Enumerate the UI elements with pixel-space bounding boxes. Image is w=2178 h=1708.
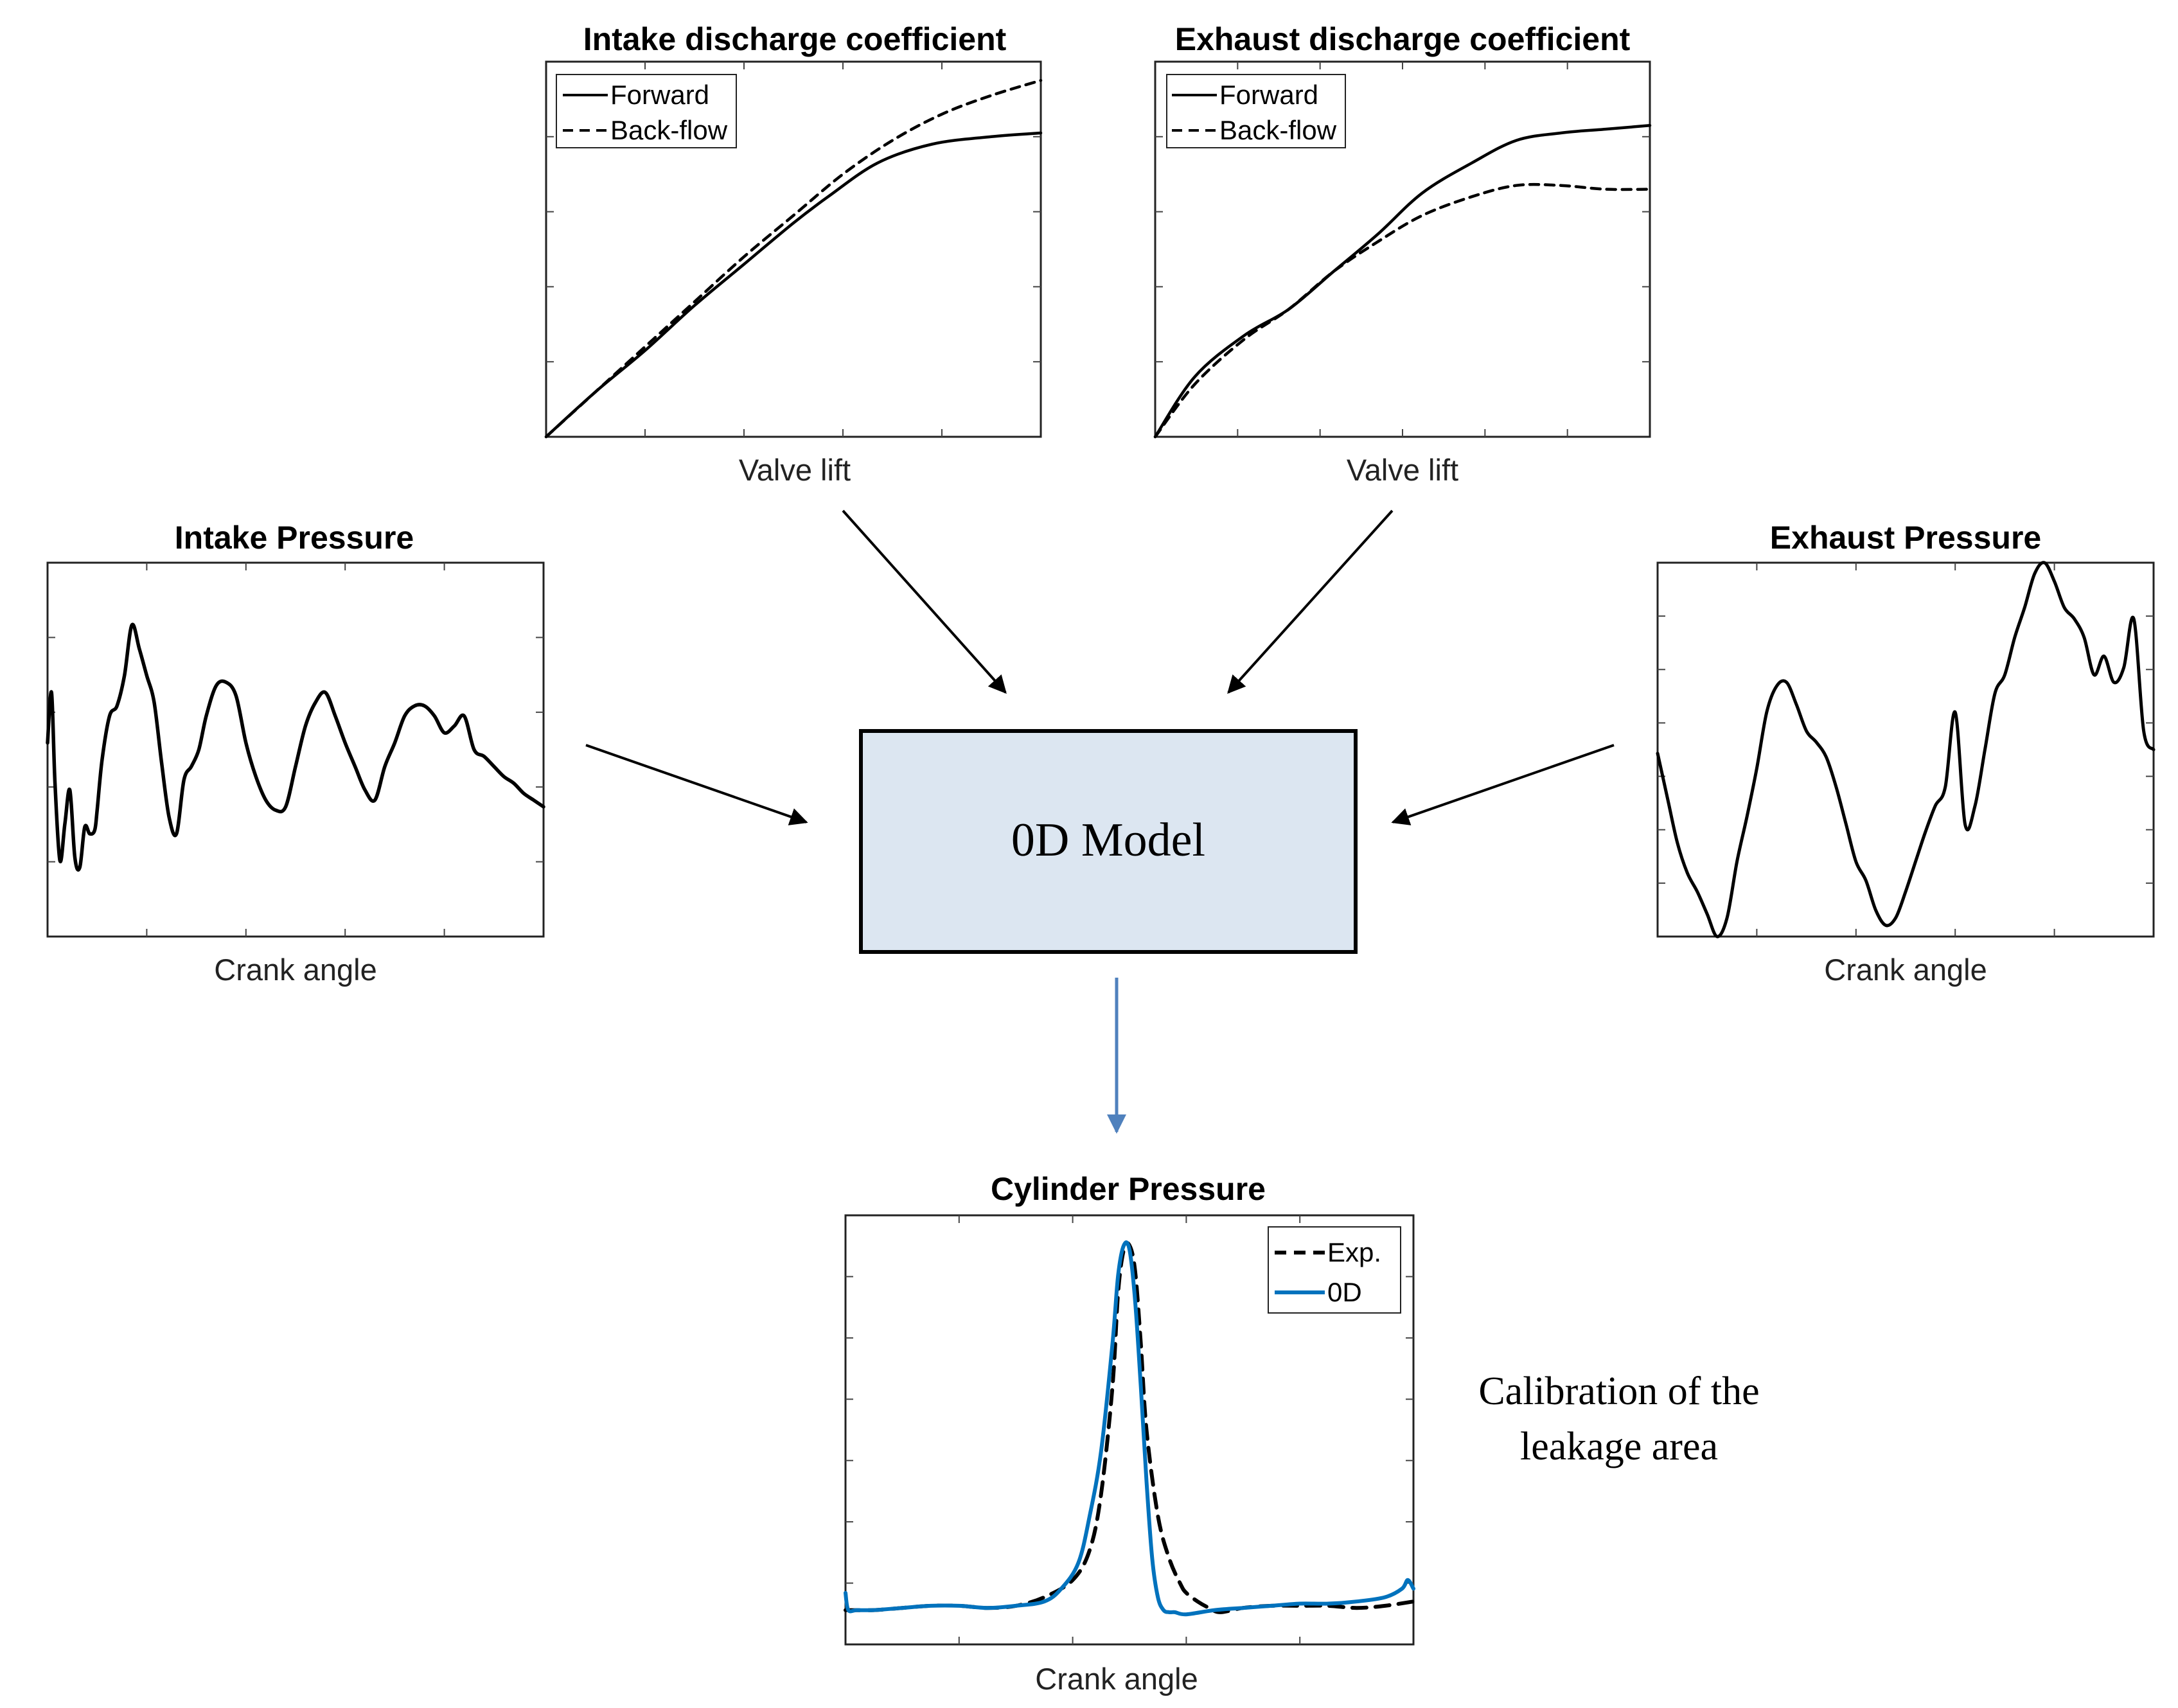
series-line-back-flow bbox=[1153, 182, 1652, 439]
note-line-2: leakage area bbox=[1520, 1425, 1718, 1468]
x-axis-label: Valve lift bbox=[739, 453, 851, 487]
legend-label-0d: 0D bbox=[1327, 1277, 1362, 1307]
legend-box bbox=[1268, 1226, 1401, 1314]
note-line-1: Calibration of the bbox=[1478, 1369, 1759, 1413]
x-axis-label: Valve lift bbox=[1347, 453, 1458, 487]
series-line-pressure bbox=[1656, 561, 2156, 938]
arrow-exhaust-cd-to-model bbox=[1227, 509, 1394, 694]
series-group bbox=[1153, 124, 1652, 439]
legend-label-backflow: Back-flow bbox=[610, 115, 728, 145]
plot-frame bbox=[46, 561, 545, 938]
legend-label-forward: Forward bbox=[1219, 80, 1318, 110]
x-axis-label: Crank angle bbox=[1824, 953, 1987, 987]
legend: Forward Back-flow bbox=[556, 74, 737, 148]
chart-title: Intake discharge coefficient bbox=[583, 21, 1007, 57]
chart-intake-pressure: Intake Pressure Crank angle bbox=[46, 520, 545, 987]
series-line-pressure bbox=[46, 622, 545, 872]
series-group bbox=[844, 1240, 1415, 1617]
series-group bbox=[46, 622, 545, 872]
legend-box bbox=[1166, 74, 1346, 148]
legend-label-exp: Exp. bbox=[1327, 1237, 1381, 1267]
model-label: 0D Model bbox=[1011, 814, 1205, 867]
model-node: 0D Model bbox=[859, 729, 1358, 954]
legend: Exp. 0D bbox=[1268, 1226, 1401, 1314]
legend-label-forward: Forward bbox=[610, 80, 709, 110]
series-line-forward bbox=[544, 131, 1043, 439]
chart-title: Exhaust discharge coefficient bbox=[1175, 21, 1631, 57]
x-axis-label: Crank angle bbox=[214, 953, 376, 987]
series-line-exp- bbox=[844, 1241, 1415, 1614]
calibration-note: Calibration of the leakage area bbox=[1478, 1369, 1759, 1468]
arrow-intake-cd-to-model bbox=[842, 509, 1007, 694]
chart-title: Cylinder Pressure bbox=[991, 1171, 1266, 1207]
axis-ticks bbox=[1155, 62, 1650, 437]
chart-cylinder-pressure: Cylinder Pressure Crank angle Exp. 0D bbox=[844, 1171, 1415, 1696]
flow-arrows bbox=[585, 509, 1615, 1134]
arrow-intake-pressure-to-model bbox=[585, 744, 808, 825]
chart-title: Exhaust Pressure bbox=[1770, 520, 2041, 556]
axis-ticks bbox=[546, 62, 1041, 437]
chart-title: Intake Pressure bbox=[175, 520, 414, 556]
axis-ticks bbox=[1658, 563, 2154, 937]
chart-exhaust-pressure: Exhaust Pressure Crank angle bbox=[1656, 520, 2156, 987]
chart-intake-cd: Intake discharge coefficient Valve lift … bbox=[544, 21, 1043, 487]
series-line-0d bbox=[844, 1240, 1415, 1617]
x-axis-label: Crank angle bbox=[1035, 1662, 1198, 1696]
plot-frame bbox=[1656, 561, 2155, 938]
model-box bbox=[859, 729, 1358, 954]
series-line-forward bbox=[1153, 124, 1652, 439]
series-group bbox=[1656, 561, 2156, 938]
axis-ticks bbox=[846, 1215, 1413, 1644]
legend-label-backflow: Back-flow bbox=[1219, 115, 1337, 145]
arrow-exhaust-pressure-to-model bbox=[1391, 744, 1615, 825]
legend-box bbox=[556, 74, 737, 148]
series-group bbox=[544, 78, 1043, 439]
series-line-back-flow bbox=[544, 78, 1043, 439]
legend: Forward Back-flow bbox=[1166, 74, 1346, 148]
chart-exhaust-cd: Exhaust discharge coefficient Valve lift… bbox=[1153, 21, 1652, 487]
